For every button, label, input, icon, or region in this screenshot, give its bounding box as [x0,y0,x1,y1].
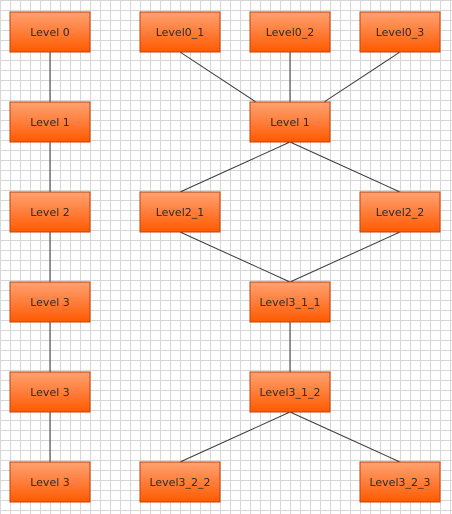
node-l3b[interactable]: Level 3 [9,371,91,413]
nodes-layer: Level 0 Level 1 Level 2 Level 3 Level 3 Level… [9,11,441,503]
node-box[interactable] [359,191,441,233]
node-label: Level 3 [30,296,70,309]
node-r22[interactable]: Level2_2 [359,191,441,233]
node-box[interactable] [9,371,91,413]
connector-r03-r1 [323,51,401,103]
node-r01[interactable]: Level0_1 [139,11,221,53]
node-l1[interactable]: Level 1 [9,101,91,143]
node-label: Level 1 [270,116,310,129]
node-label: Level 2 [30,206,70,219]
node-r312[interactable]: Level3_1_2 [249,371,331,413]
node-box[interactable] [139,11,221,53]
node-label: Level0_3 [376,26,425,39]
node-label: Level3_1_1 [259,296,320,309]
node-box[interactable] [139,461,221,503]
node-box[interactable] [359,11,441,53]
connector-r312-r323 [289,411,401,463]
connectors-layer [49,51,401,463]
node-box[interactable] [249,281,331,323]
node-l2[interactable]: Level 2 [9,191,91,233]
connector-r312-r322 [179,411,291,463]
connector-r1-r21 [179,141,291,193]
node-box[interactable] [359,461,441,503]
node-box[interactable] [9,461,91,503]
node-r323[interactable]: Level3_2_3 [359,461,441,503]
node-box[interactable] [249,371,331,413]
node-label: Level 1 [30,116,70,129]
connector-r01-r1 [179,51,257,103]
node-label: Level2_1 [156,206,205,219]
node-box[interactable] [9,191,91,233]
connector-r21-r311 [179,231,291,283]
node-box[interactable] [139,191,221,233]
node-label: Level3_2_3 [369,476,430,489]
node-label: Level3_1_2 [259,386,320,399]
node-r322[interactable]: Level3_2_2 [139,461,221,503]
node-r311[interactable]: Level3_1_1 [249,281,331,323]
node-label: Level0_1 [156,26,205,39]
connector-r1-r22 [289,141,401,193]
node-l0[interactable]: Level 0 [9,11,91,53]
node-label: Level2_2 [376,206,425,219]
node-r02[interactable]: Level0_2 [249,11,331,53]
node-box[interactable] [9,281,91,323]
node-l3c[interactable]: Level 3 [9,461,91,503]
node-r1[interactable]: Level 1 [249,101,331,143]
node-label: Level 0 [30,26,70,39]
node-box[interactable] [249,11,331,53]
node-label: Level0_2 [266,26,315,39]
node-label: Level 3 [30,386,70,399]
node-l3a[interactable]: Level 3 [9,281,91,323]
node-box[interactable] [249,101,331,143]
connector-r22-r311 [289,231,401,283]
node-box[interactable] [9,11,91,53]
node-label: Level3_2_2 [149,476,210,489]
node-r03[interactable]: Level0_3 [359,11,441,53]
node-r21[interactable]: Level2_1 [139,191,221,233]
node-box[interactable] [9,101,91,143]
node-label: Level 3 [30,476,70,489]
